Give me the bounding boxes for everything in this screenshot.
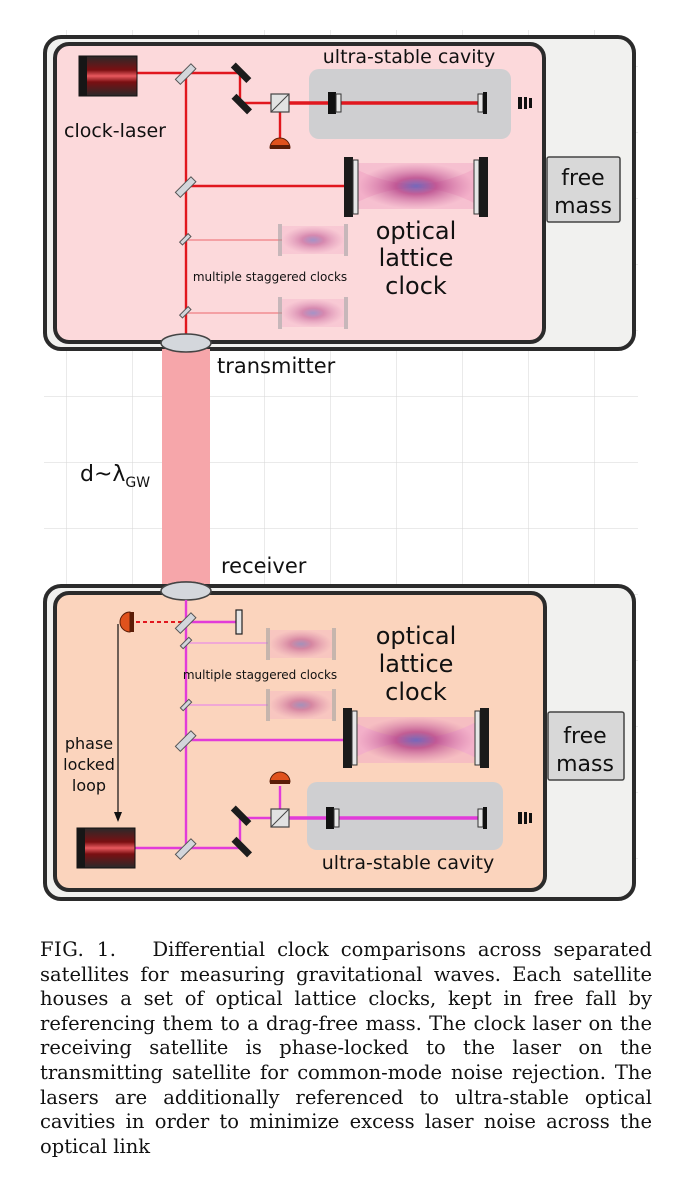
- bottom-staggered-clock-2: [266, 689, 336, 721]
- top-free-mass-label-1: free: [561, 166, 604, 191]
- bottom-cavity-mirrors: [326, 807, 487, 829]
- bottom-cavity-box: [307, 782, 503, 850]
- transmitter-label: transmitter: [217, 354, 336, 378]
- bottom-lattice-clock-label-1: optical: [376, 622, 457, 650]
- receiver-label: receiver: [221, 554, 307, 578]
- bottom-staggered-clock-1: [266, 628, 336, 660]
- top-clock-laser: [78, 55, 138, 97]
- bottom-pll-photodiode-icon: [119, 611, 131, 633]
- caption-lead: FIG. 1.: [40, 938, 117, 961]
- top-free-mass-box: [546, 156, 621, 223]
- bottom-cavity-label: ultra-stable cavity: [322, 852, 494, 874]
- bottom-free-mass-box: [547, 711, 625, 781]
- top-lattice-clock: [344, 157, 488, 217]
- distance-label: d~λGW: [80, 462, 150, 491]
- optical-link-beam: [162, 349, 210, 585]
- top-lattice-clock-label-3: clock: [385, 272, 447, 300]
- bottom-cavity-detector-icon: [518, 812, 532, 824]
- top-staggered-clock-2: [278, 297, 348, 329]
- top-cavity-label: ultra-stable cavity: [323, 46, 495, 68]
- bottom-lattice-clock-label-3: clock: [385, 678, 447, 706]
- top-free-mass-label-2: mass: [554, 194, 612, 219]
- top-staggered-label: multiple staggered clocks: [193, 270, 347, 284]
- figure-caption: FIG. 1. Differential clock comparisons a…: [40, 938, 652, 1159]
- bottom-mirrors: [230, 805, 253, 858]
- satellite-diagram: free mass ultra-stable cavity clock-lase…: [43, 30, 638, 901]
- pll-label-2: locked: [63, 755, 115, 774]
- top-clock-laser-label: clock-laser: [64, 120, 166, 142]
- bottom-satellite: free mass ultra-stable cavity phase lock…: [43, 581, 636, 901]
- top-staggered-clock-1: [278, 224, 348, 256]
- bottom-free-mass-label-2: mass: [556, 752, 614, 777]
- bottom-end-mirror: [235, 609, 243, 635]
- bottom-lattice-clock: [343, 708, 489, 768]
- pll-label-3: loop: [72, 776, 106, 795]
- top-satellite: free mass ultra-stable cavity clock-lase…: [43, 35, 636, 351]
- bottom-clock-laser: [76, 827, 136, 869]
- top-mirrors: [230, 62, 253, 115]
- top-cavity-mirrors: [328, 92, 487, 114]
- bottom-lattice-clock-label-2: lattice: [379, 650, 454, 678]
- caption-text: Differential clock comparisons across se…: [40, 938, 652, 1158]
- bottom-staggered-label: multiple staggered clocks: [183, 668, 337, 682]
- transmitter-telescope: [160, 333, 212, 353]
- top-lattice-clock-label-2: lattice: [379, 244, 454, 272]
- bottom-beam-splitters: [174, 612, 197, 861]
- pll-label-1: phase: [65, 734, 113, 753]
- top-cavity-detector-icon: [518, 97, 532, 109]
- top-staggered-beams: [186, 239, 282, 314]
- pll-arrowhead-icon: [114, 812, 122, 822]
- bottom-staggered-beams: [186, 642, 268, 706]
- bottom-free-mass-label-1: free: [563, 724, 606, 749]
- top-lattice-clock-label-1: optical: [376, 217, 457, 245]
- top-beam-splitters: [174, 63, 197, 319]
